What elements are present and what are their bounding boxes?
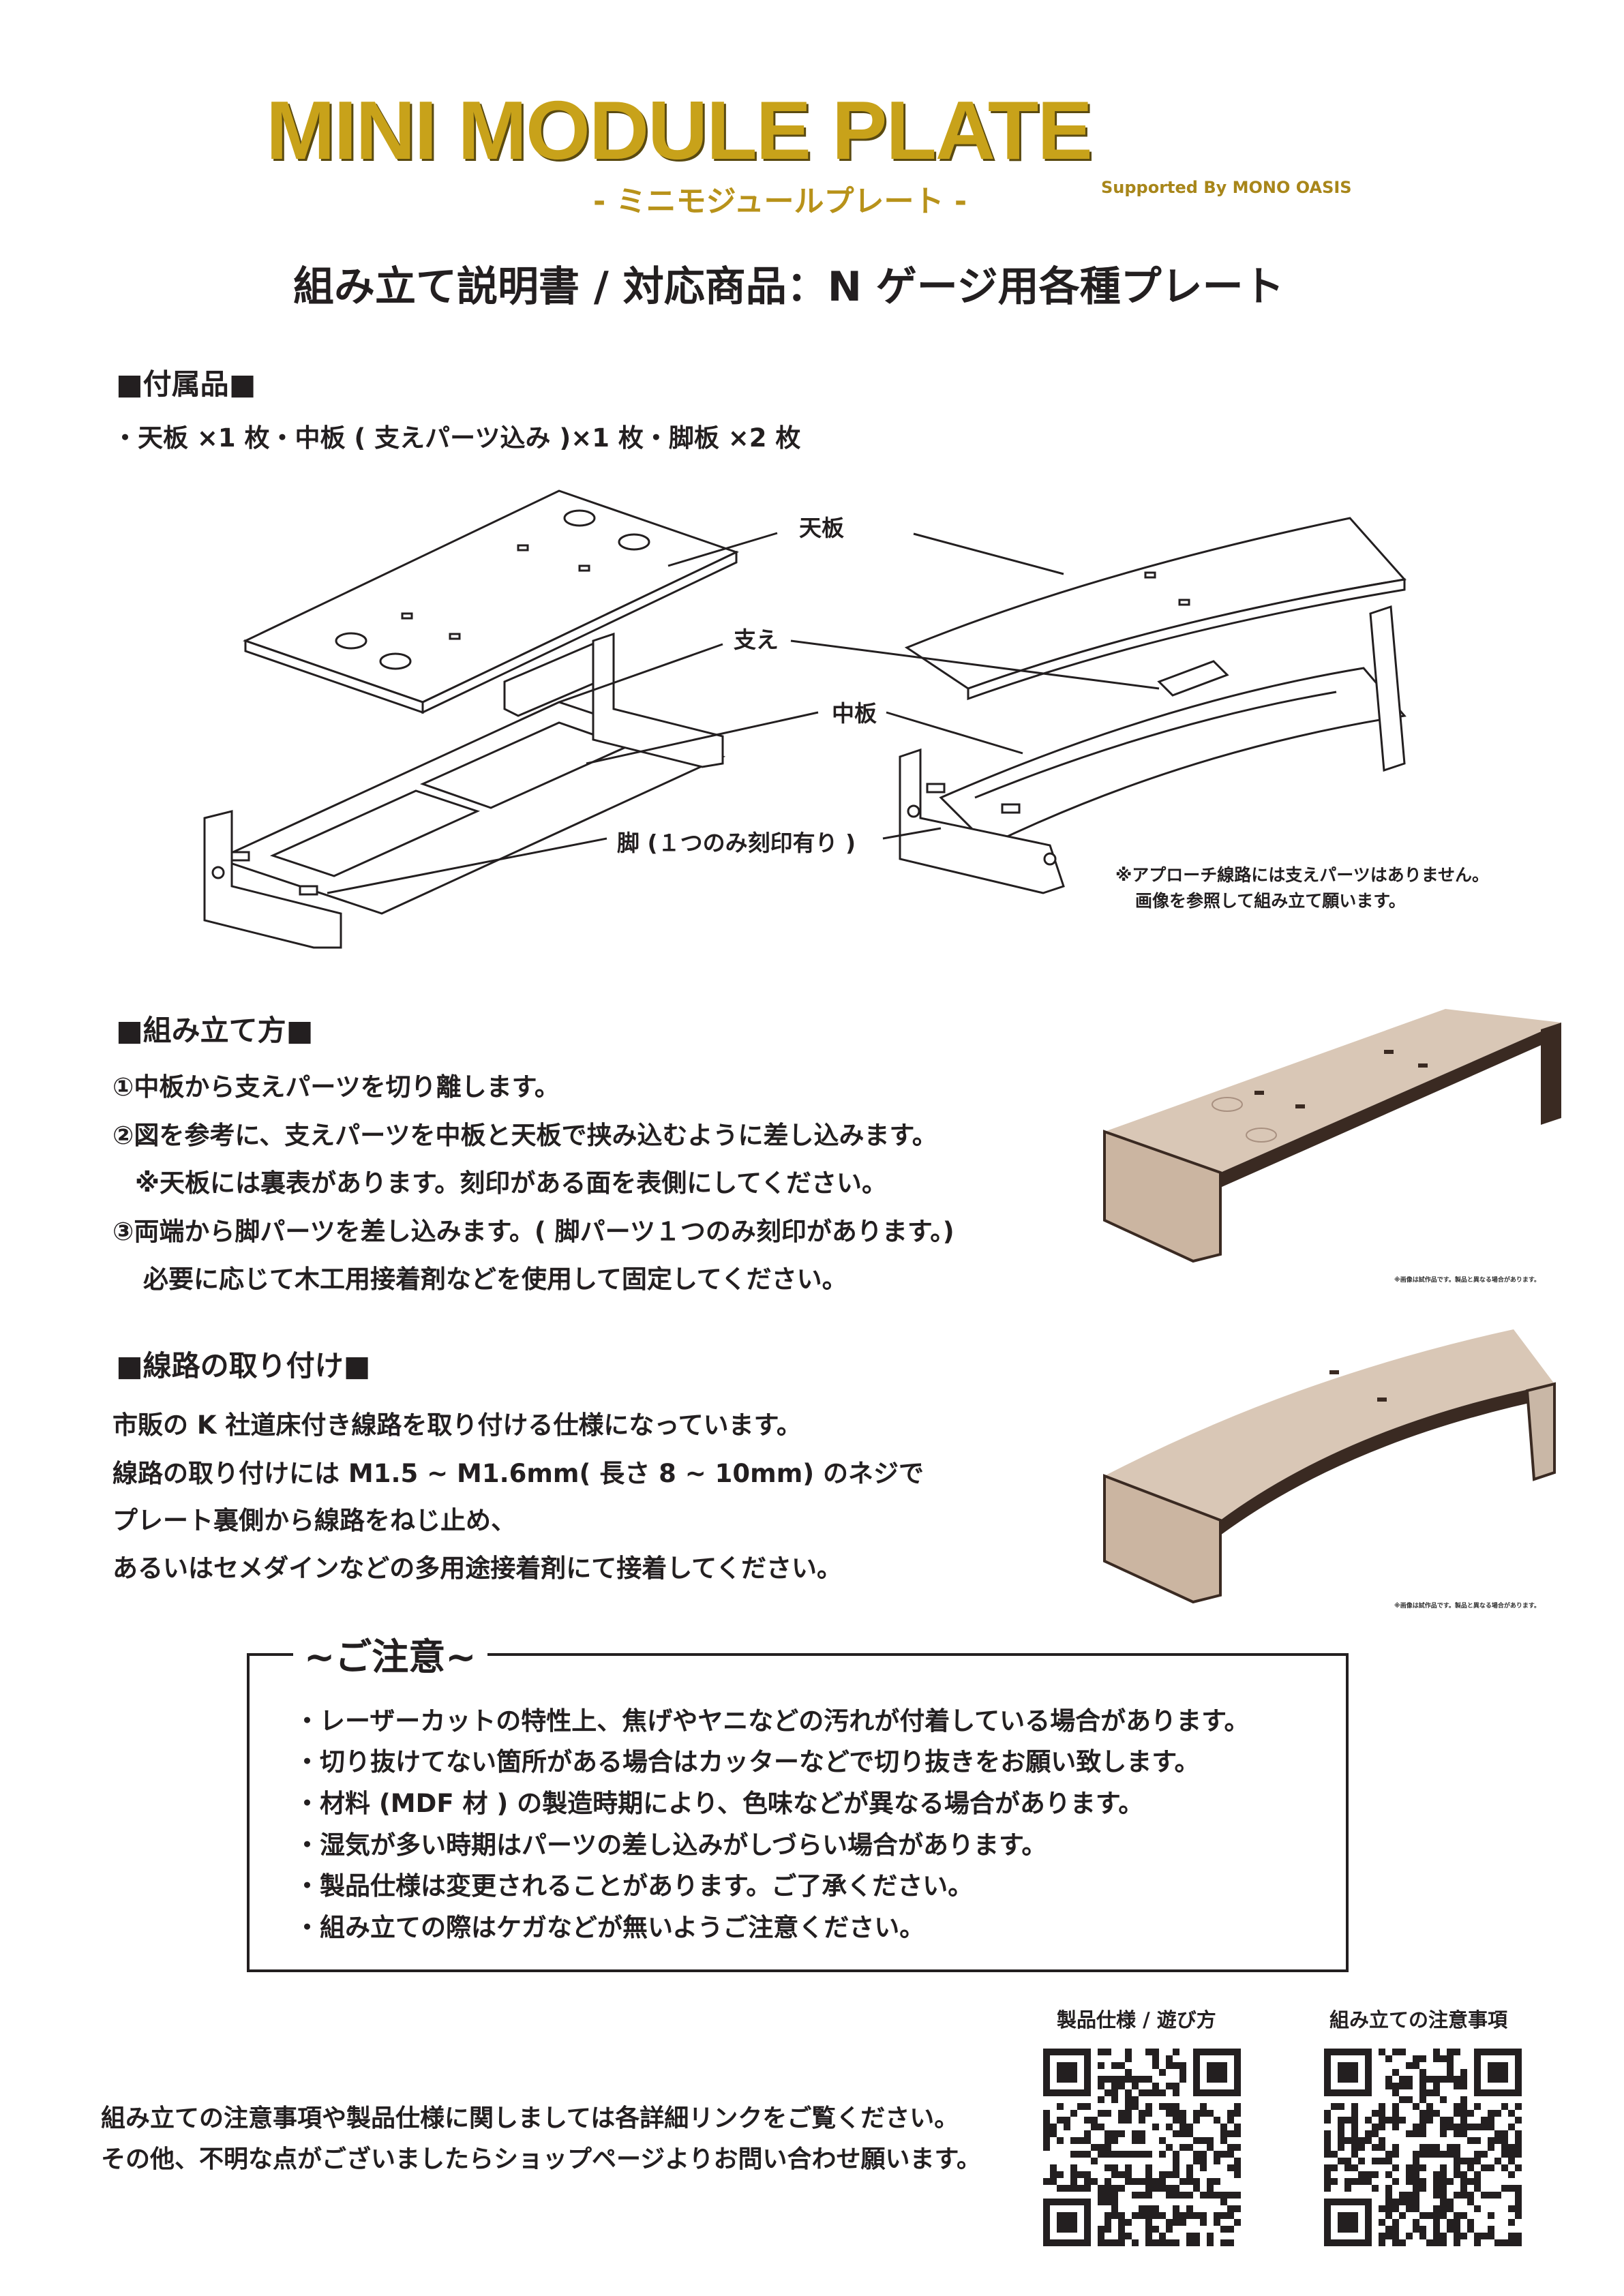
document-title: 組み立て説明書 / 対応商品：N ゲージ用各種プレート bbox=[293, 263, 1284, 311]
track-heading: ■線路の取り付け■ bbox=[116, 1349, 371, 1383]
photo-caption-2: ※画像は試作品です。製品と異なる場合があります。 bbox=[1394, 1603, 1540, 1610]
track-line-2: 線路の取り付けには M1.5 ~ M1.6mm( 長さ 8 ~ 10mm) のネ… bbox=[112, 1459, 924, 1488]
footer-line-1: 組み立ての注意事項や製品仕様に関しましては各詳細リンクをご覧ください。 bbox=[101, 2104, 959, 2132]
qr-code-assembly[interactable] bbox=[1324, 2049, 1522, 2246]
assembly-step-2: ②図を参考に、支えパーツを中板と天板で挟み込むように差し込みます。 bbox=[112, 1121, 937, 1150]
supported-by: Supported By MONO OASIS bbox=[1101, 178, 1352, 197]
leg-curved-right bbox=[1369, 605, 1406, 772]
accessories-heading: ■付属品■ bbox=[116, 367, 256, 401]
leg-left bbox=[203, 810, 342, 949]
leg-right bbox=[592, 632, 724, 768]
assembly-step-3-note: 必要に応じて木工用接着剤などを使用して固定してください。 bbox=[143, 1265, 847, 1294]
notice-box bbox=[247, 1653, 1349, 1972]
assembled-straight-photo bbox=[1103, 1009, 1561, 1263]
notice-item: ・材料 (MDF 材 ) の製造時期により、色味などが異なる場合があります。 bbox=[295, 1789, 1144, 1818]
assembly-heading: ■組み立て方■ bbox=[116, 1014, 314, 1047]
diagram-note-2: 画像を参照して組み立て願います。 bbox=[1135, 891, 1406, 911]
notice-item: ・湿気が多い時期はパーツの差し込みがしづらい場合があります。 bbox=[295, 1830, 1047, 1860]
accessories-list: ・天板 ×1 枚・中板 ( 支えパーツ込み )×1 枚・脚板 ×2 枚 bbox=[112, 423, 801, 453]
track-line-1: 市販の K 社道床付き線路を取り付ける仕様になっています。 bbox=[112, 1410, 802, 1440]
diagram-note-1: ※アプローチ線路には支えパーツはありません。 bbox=[1115, 865, 1490, 885]
track-line-3: プレート裏側から線路をねじ止め、 bbox=[112, 1506, 516, 1535]
exploded-diagram bbox=[203, 489, 1407, 949]
assembly-step-2-note: ※天板には裏表があります。刻印がある面を表側にしてください。 bbox=[135, 1168, 888, 1198]
support-curved bbox=[1157, 660, 1229, 697]
notice-item: ・組み立ての際はケガなどが無いようご注意ください。 bbox=[295, 1913, 925, 1942]
assembled-curved-photo bbox=[1103, 1329, 1556, 1604]
label-leg: 脚 (１つのみ刻印有り ) bbox=[617, 830, 856, 856]
curved-plate-diagram bbox=[899, 517, 1407, 894]
footer-line-2: その他、不明な点がございましたらショップページよりお問い合わせ願います。 bbox=[101, 2145, 981, 2173]
notice-item: ・レーザーカットの特性上、焦げやヤニなどの汚れが付着している場合があります。 bbox=[295, 1706, 1250, 1736]
brand-subtitle: - ミニモジュールプレート - bbox=[593, 184, 967, 219]
qr-code-spec[interactable] bbox=[1043, 2049, 1241, 2246]
track-line-4: あるいはセメダインなどの多用途接着剤にて接着してください。 bbox=[112, 1554, 843, 1583]
label-top-plate: 天板 bbox=[799, 515, 844, 541]
brand-logo: MINI MODULE PLATE bbox=[266, 84, 1093, 177]
notice-title: ~ご注意~ bbox=[293, 1627, 487, 1680]
straight-plate-diagram bbox=[203, 489, 739, 949]
qr-label-assembly: 組み立ての注意事項 bbox=[1329, 2008, 1508, 2031]
qr-label-spec: 製品仕様 / 遊び方 bbox=[1057, 2008, 1216, 2031]
assembly-step-1: ①中板から支えパーツを切り離します。 bbox=[112, 1072, 560, 1102]
leg-curved-left bbox=[899, 748, 1065, 894]
photo-caption-1: ※画像は試作品です。製品と異なる場合があります。 bbox=[1394, 1277, 1540, 1284]
assembly-step-3: ③両端から脚パーツを差し込みます。( 脚パーツ１つのみ刻印があります。) bbox=[112, 1217, 954, 1246]
notice-item: ・製品仕様は変更されることがあります。ご了承ください。 bbox=[295, 1871, 974, 1901]
notice-item: ・切り抜けてない箇所がある場合はカッターなどで切り抜きをお願い致します。 bbox=[295, 1747, 1200, 1777]
label-middle-plate: 中板 bbox=[832, 700, 877, 727]
label-support: 支え bbox=[734, 626, 779, 653]
middle-plate-curved bbox=[939, 667, 1407, 847]
